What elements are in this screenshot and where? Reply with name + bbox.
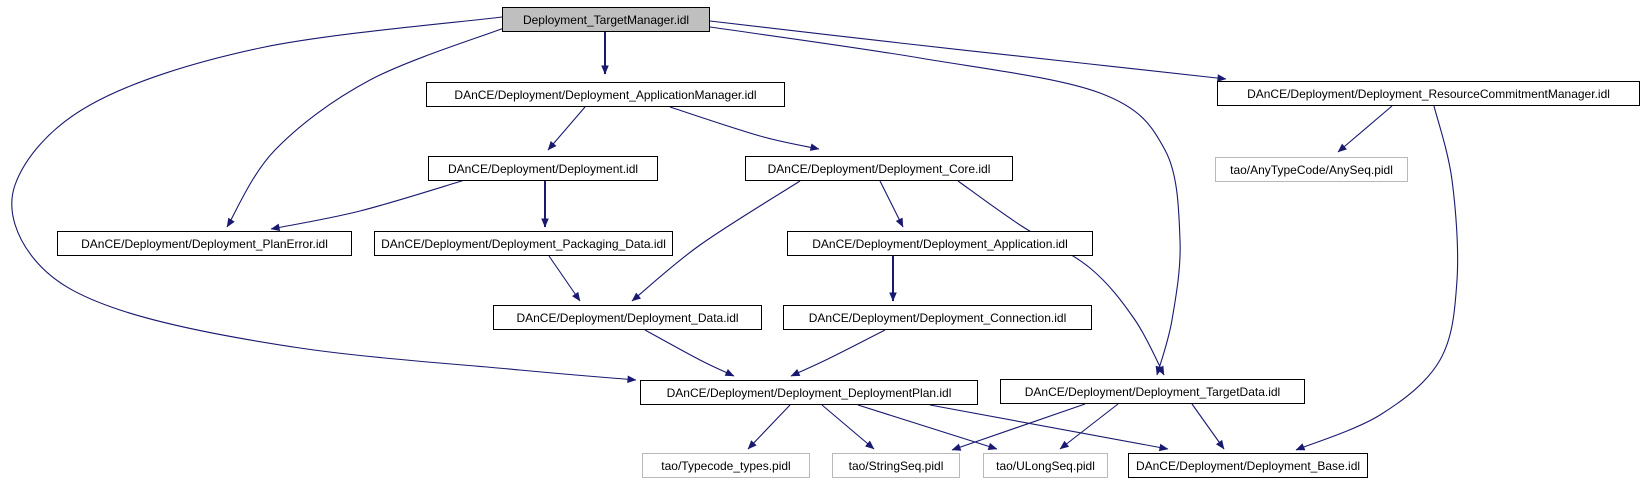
node-core[interactable]: DAnCE/Deployment/Deployment_Core.idl — [745, 156, 1013, 181]
node-target-manager[interactable]: Deployment_TargetManager.idl — [502, 7, 710, 32]
edge-core-to-application — [879, 180, 904, 228]
edge-deployment-plan-to-base — [929, 404, 1169, 452]
edge-target-manager-to-target-data — [709, 26, 1181, 376]
edge-deployment-plan-to-typecode-types — [747, 404, 791, 450]
edge-core-to-target-data — [957, 180, 1165, 376]
edge-target-data-to-stringseq — [951, 403, 1086, 451]
edge-target-data-to-base — [1191, 403, 1225, 450]
node-plan-error[interactable]: DAnCE/Deployment/Deployment_PlanError.id… — [57, 231, 352, 256]
edge-deployment-plan-to-stringseq — [821, 404, 875, 450]
node-typecode-types: tao/Typecode_types.pidl — [642, 453, 810, 478]
edge-packaging-data-to-data — [548, 255, 581, 302]
node-stringseq: tao/StringSeq.pidl — [832, 453, 960, 478]
edge-data-to-deployment-plan — [644, 329, 735, 377]
node-ulongseq: tao/ULongSeq.pidl — [983, 453, 1108, 478]
node-connection[interactable]: DAnCE/Deployment/Deployment_Connection.i… — [783, 305, 1092, 330]
edge-application-manager-to-core — [669, 106, 820, 151]
node-resource-commitment-manager[interactable]: DAnCE/Deployment/Deployment_ResourceComm… — [1217, 81, 1640, 106]
node-application-manager[interactable]: DAnCE/Deployment/Deployment_ApplicationM… — [426, 82, 785, 107]
node-packaging-data[interactable]: DAnCE/Deployment/Deployment_Packaging_Da… — [374, 231, 673, 256]
node-anyseq: tao/AnyTypeCode/AnySeq.pidl — [1215, 157, 1408, 182]
node-application[interactable]: DAnCE/Deployment/Deployment_Application.… — [787, 231, 1093, 256]
edge-resource-commitment-manager-to-anyseq — [1337, 105, 1393, 153]
edge-deployment-to-plan-error — [270, 179, 466, 232]
edge-connection-to-deployment-plan — [790, 329, 886, 377]
edge-target-data-to-ulongseq — [1059, 403, 1119, 450]
edge-core-to-data — [631, 180, 801, 302]
edge-deployment-plan-to-ulongseq — [857, 404, 998, 451]
node-deployment[interactable]: DAnCE/Deployment/Deployment.idl — [428, 156, 658, 181]
node-data[interactable]: DAnCE/Deployment/Deployment_Data.idl — [493, 305, 762, 330]
edge-target-manager-to-deployment-plan — [11, 16, 637, 384]
node-deployment-plan[interactable]: DAnCE/Deployment/Deployment_DeploymentPl… — [640, 380, 978, 405]
node-base[interactable]: DAnCE/Deployment/Deployment_Base.idl — [1128, 453, 1368, 478]
edge-target-manager-to-resource-commitment-manager — [709, 20, 1227, 82]
edge-application-manager-to-deployment — [547, 106, 586, 151]
edge-resource-commitment-manager-to-base — [1295, 105, 1459, 451]
edge-target-manager-to-plan-error — [226, 27, 505, 228]
node-target-data[interactable]: DAnCE/Deployment/Deployment_TargetData.i… — [1000, 379, 1305, 404]
